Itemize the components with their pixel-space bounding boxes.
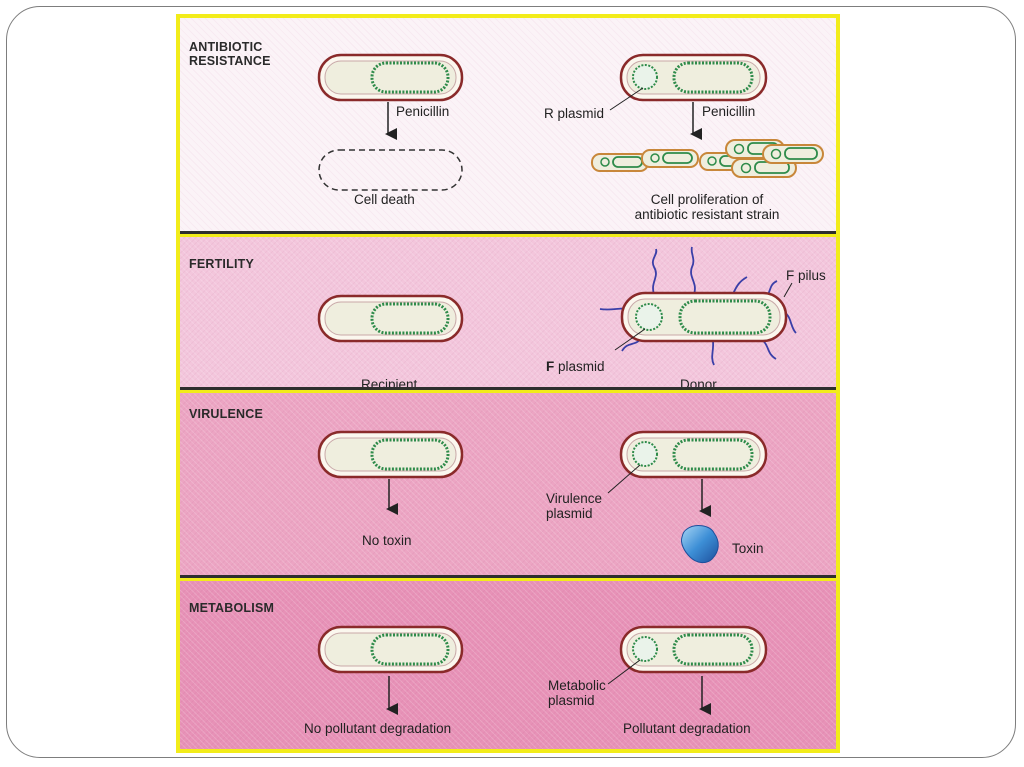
bacterial-cell — [317, 53, 464, 102]
donor-cell — [620, 291, 788, 343]
penicillin-label: Penicillin — [396, 104, 450, 119]
section-virulence: VIRULENCE — [180, 393, 836, 578]
section-title: ANTIBIOTIC RESISTANCE — [189, 40, 271, 68]
toxin-label: Toxin — [732, 541, 764, 556]
bacterial-cell — [317, 430, 464, 479]
recipient-label: Recipient — [361, 377, 418, 390]
section-fertility: FERTILITY — [180, 237, 836, 390]
virulence-plasmid-label: Virulence plasmid — [546, 491, 603, 521]
metabolic-plasmid-label: Metabolic plasmid — [548, 678, 606, 708]
leader-line — [783, 282, 793, 298]
fertility-art — [317, 246, 797, 366]
donor-label: Donor — [680, 377, 717, 390]
bacterial-cell — [317, 625, 464, 674]
section-title: VIRULENCE — [189, 407, 264, 421]
chromosome — [370, 633, 450, 666]
chromosome — [672, 633, 754, 666]
antibiotic-resistance-art — [317, 53, 824, 191]
leader-line — [607, 464, 641, 494]
metabolic-plasmid — [632, 636, 658, 662]
f-plasmid-label: F plasmid — [546, 359, 605, 374]
dead-cell-outline — [318, 149, 463, 191]
section-divider — [180, 575, 836, 578]
metabolism-art — [317, 625, 768, 715]
section-divider — [180, 231, 836, 234]
pollutant-degradation-label: Pollutant degradation — [623, 721, 751, 736]
section-divider — [180, 387, 836, 390]
r-plasmid-label: R plasmid — [544, 106, 605, 121]
chromosome — [370, 302, 450, 335]
leader-line — [609, 87, 644, 111]
bacterial-cell-with-plasmid — [619, 430, 768, 479]
recipient-cell — [317, 294, 464, 343]
proliferating-cells — [591, 139, 824, 178]
r-plasmid — [632, 64, 658, 90]
leader-line — [607, 659, 641, 685]
no-toxin-label: No toxin — [362, 533, 412, 548]
proliferation-label: Cell proliferation of antibiotic resista… — [634, 192, 780, 222]
virulence-plasmid — [632, 441, 658, 467]
bacterial-cell-with-plasmid — [619, 625, 768, 674]
leader-line — [614, 328, 646, 351]
toxin-icon — [681, 525, 719, 564]
f-pilus-label: F pilus — [786, 268, 826, 283]
chromosome — [672, 61, 754, 94]
section-title: METABOLISM — [189, 601, 275, 615]
chromosome — [370, 438, 450, 471]
chromosome — [370, 61, 450, 94]
f-plasmid — [635, 303, 663, 331]
virulence-art — [317, 430, 768, 564]
cell-death-label: Cell death — [354, 192, 415, 207]
section-metabolism: METABOLISM No pollutant degr — [180, 581, 836, 749]
penicillin-label: Penicillin — [702, 104, 756, 119]
section-title: FERTILITY — [189, 257, 254, 271]
chromosome — [672, 438, 754, 471]
bacterial-cell-with-plasmid — [619, 53, 768, 102]
no-pollutant-degradation-label: No pollutant degradation — [304, 721, 452, 736]
section-antibiotic-resistance: ANTIBIOTIC RESISTANCE — [180, 18, 836, 234]
chromosome — [678, 299, 772, 335]
plasmid-functions-figure: ANTIBIOTIC RESISTANCE — [176, 14, 840, 753]
